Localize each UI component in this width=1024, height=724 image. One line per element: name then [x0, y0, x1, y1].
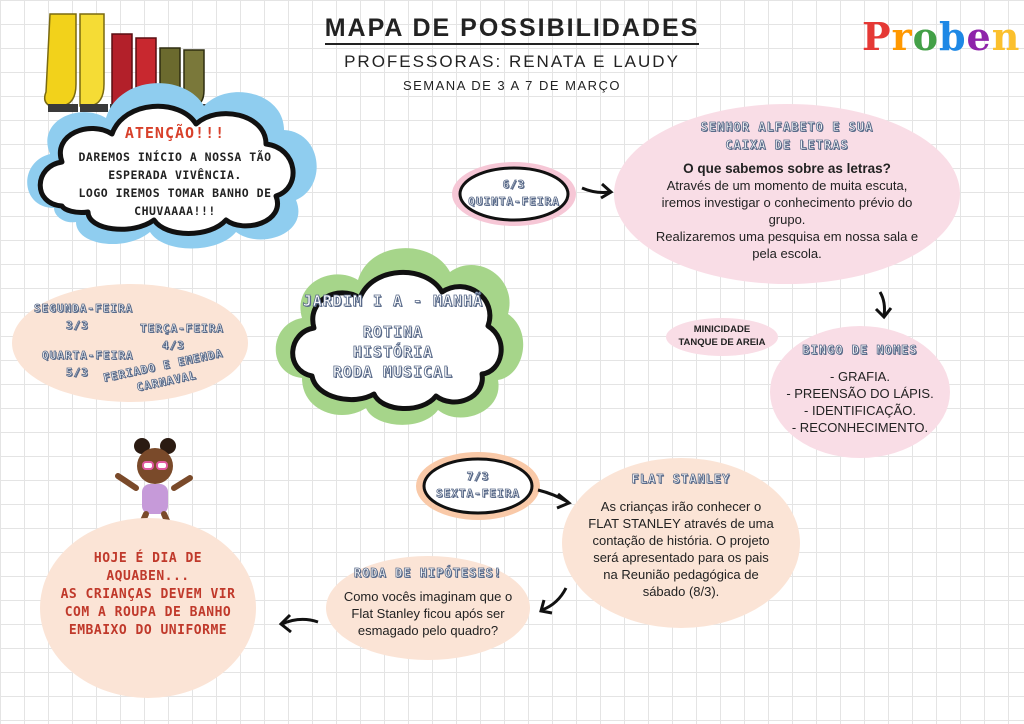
monday-label: SEGUNDA-FEIRA [34, 302, 134, 316]
friday-day: SEXTA-FEIRA [436, 487, 520, 501]
page-title: MAPA DE POSSIBILIDADES [0, 14, 1024, 45]
attention-title: ATENÇÃO!!! [124, 124, 226, 142]
bingo-item: - GRAFIA. [830, 369, 890, 384]
center-item: HISTÓRIA [352, 343, 434, 362]
flat-line: sábado (8/3). [642, 584, 720, 599]
flat-line: contação de história. O projeto [592, 533, 770, 548]
proben-logo: Proben [862, 14, 1020, 59]
alphabet-title: SENHOR ALFABETO E SUA CAIXA DE LETRAS [614, 118, 960, 154]
yellow-boots-icon [43, 13, 108, 112]
arrow-left-icon [278, 613, 319, 634]
logo-letter: b [938, 14, 967, 59]
tuesday-date: 4/3 [162, 339, 185, 353]
logo-letter: P [862, 14, 892, 59]
aquaben-line: COM A ROUPA DE BANHO [64, 605, 232, 620]
logo-letter: r [891, 14, 913, 59]
friday-date: 7/3 [466, 470, 490, 484]
alphabet-line: Através de um momento de muita escuta, [666, 178, 908, 193]
attention-line: DAREMOS INÍCIO A NOSSA TÃO [78, 150, 272, 164]
aquaben-text: HOJE É DIA DE AQUABEN... AS CRIANÇAS DEV… [40, 550, 256, 640]
attention-line: ESPERADA VIVÊNCIA. [108, 168, 242, 182]
page-title-text: MAPA DE POSSIBILIDADES [324, 14, 700, 45]
tuesday-label: TERÇA-FEIRA [140, 322, 224, 336]
teachers-line: PROFESSORAS: RENATA E LAUDY [344, 52, 680, 71]
monday-date: 3/3 [66, 319, 89, 333]
flat-line: As crianças irão conhecer o [600, 499, 762, 514]
minicity-line: MINICIDADE [693, 324, 751, 335]
thursday-day: QUINTA-FEIRA [468, 195, 560, 209]
aquaben-line: AQUABEN... [106, 569, 190, 584]
attention-line: CHUVAAAA!!! [134, 204, 216, 218]
bingo-item: - IDENTIFICAÇÃO. [804, 403, 916, 418]
flat-stanley-title: FLAT STANLEY [631, 472, 731, 487]
minicity-blob [666, 318, 778, 356]
bingo-item: - PREENSÃO DO LÁPIS. [786, 386, 934, 401]
hair-bun-icon [134, 438, 150, 454]
friday-badge-shape [416, 452, 540, 520]
hypotheses-line: esmagado pelo quadro? [357, 623, 499, 638]
aquaben-blob [40, 518, 256, 698]
bingo-item: - RECONHECIMENTO. [791, 420, 929, 435]
flat-line: FLAT STANLEY através de uma [588, 516, 774, 531]
logo-letter: e [966, 14, 992, 59]
hair-bun-icon [160, 438, 176, 454]
alphabet-title-line: CAIXA DE LETRAS [725, 138, 849, 153]
hypotheses-line: Flat Stanley ficou após ser [351, 606, 505, 621]
friday-badge: 7/3 SEXTA-FEIRA [412, 470, 544, 501]
alphabet-line: iremos investigar o conhecimento prévio … [661, 195, 913, 210]
alphabet-blob [614, 104, 960, 284]
alphabet-body: O que sabemos sobre as letras? Através d… [624, 160, 950, 262]
logo-letter: o [912, 14, 939, 59]
bingo-title: BINGO DE NOMES [802, 343, 918, 358]
attention-line: LOGO IREMOS TOMAR BANHO DE [78, 186, 272, 200]
alphabet-question: O que sabemos sobre as letras? [683, 161, 891, 176]
aquaben-line: AS CRIANÇAS DEVEM VIR [60, 587, 236, 602]
flat-line: será apresentado para os pais [593, 550, 769, 565]
alphabet-line: pela escola. [752, 246, 822, 261]
bingo-blob [770, 326, 950, 458]
alphabet-line: grupo. [768, 212, 806, 227]
arrow-down-icon [874, 291, 893, 320]
center-item: ROTINA [362, 323, 424, 342]
hypotheses-line: Como vocês imaginam que o [343, 589, 513, 604]
minicity-text: MINICIDADE TANQUE DE AREIA [666, 323, 778, 349]
bingo-list: - GRAFIA. - PREENSÃO DO LÁPIS. - IDENTIF… [770, 368, 950, 436]
alphabet-line: Realizaremos uma pesquisa em nossa sala … [655, 229, 919, 244]
days-blob [12, 284, 248, 402]
center-box: JARDIM I A - MANHÃ ROTINA HISTÓRIA RODA … [300, 292, 486, 382]
arrow-left-down-icon [539, 587, 568, 615]
attention-box: ATENÇÃO!!! DAREMOS INÍCIO A NOSSA TÃO ES… [60, 124, 290, 220]
minicity-line: TANQUE DE AREIA [678, 337, 766, 348]
wednesday-label: QUARTA-FEIRA [42, 349, 134, 363]
thursday-date: 6/3 [502, 178, 526, 192]
thursday-badge-shape [452, 162, 576, 226]
hypotheses-blob [326, 556, 530, 660]
thursday-badge: 6/3 QUINTA-FEIRA [448, 178, 580, 209]
flat-stanley-body: As crianças irão conhecer o FLAT STANLEY… [572, 498, 790, 600]
alphabet-title-line: SENHOR ALFABETO E SUA [700, 120, 874, 135]
center-title: JARDIM I A - MANHÃ [302, 292, 484, 311]
hypotheses-body: Como vocês imaginam que o Flat Stanley f… [330, 588, 526, 639]
arrow-right-icon [581, 182, 614, 200]
wednesday-date: 5/3 [66, 366, 89, 380]
flat-stanley-blob [562, 458, 800, 628]
hypotheses-title: RODA DE HIPÓTESES! [353, 566, 503, 581]
aquaben-line: EMBAIXO DO UNIFORME [68, 623, 228, 638]
attention-cloud-shape [27, 83, 317, 249]
week-line: SEMANA DE 3 A 7 DE MARÇO [402, 78, 622, 93]
aquaben-line: HOJE É DIA DE [93, 551, 203, 566]
logo-letter: n [991, 14, 1021, 59]
arrow-right-icon [537, 488, 572, 510]
center-item: RODA MUSICAL [332, 363, 454, 382]
flat-line: na Reunião pedagógica de [603, 567, 759, 582]
center-cloud-shape [275, 248, 524, 425]
